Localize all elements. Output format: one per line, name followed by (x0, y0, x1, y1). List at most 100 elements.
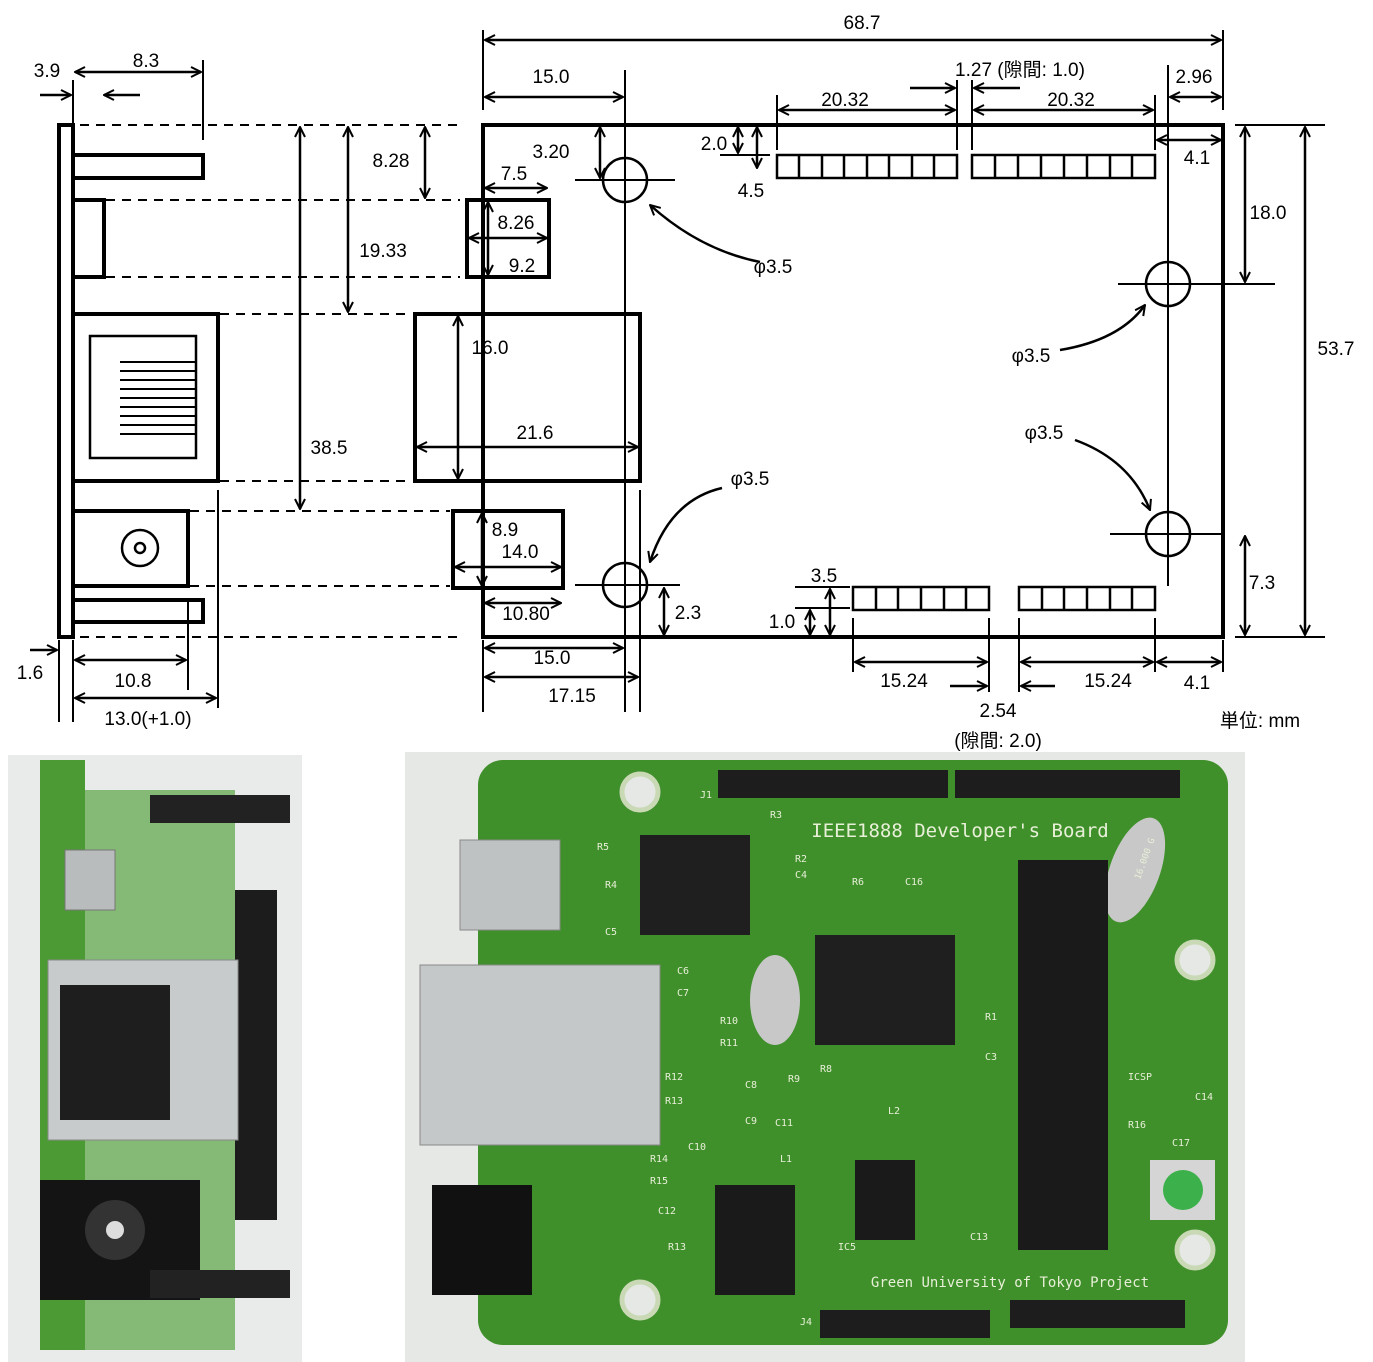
dim-label: φ3.5 (754, 257, 793, 278)
usb-connector (465, 198, 551, 279)
dim-label: 18.0 (1250, 203, 1287, 224)
dim-label: 1.0 (769, 612, 795, 633)
dim-label: 4.1 (1184, 148, 1210, 169)
dim-label: 8.9 (492, 520, 518, 541)
silk-label: J4 (800, 1317, 812, 1328)
silk-label: R14 (650, 1154, 668, 1165)
dim-label: 8.28 (373, 151, 410, 172)
silk-label: R3 (770, 810, 782, 821)
dim-label: 2.0 (701, 134, 727, 155)
silk-label: R9 (788, 1074, 800, 1085)
side-photo (8, 755, 302, 1362)
dim-label: 14.0 (502, 542, 539, 563)
dim-label: 21.6 (517, 423, 554, 444)
silk-label: R11 (720, 1038, 738, 1049)
dim-label: 4.1 (1184, 673, 1210, 694)
dim-label: 15.24 (1084, 671, 1132, 692)
dim-label: 4.5 (738, 181, 764, 202)
dim-label: 3.9 (34, 61, 60, 82)
dim-label: 7.3 (1249, 573, 1275, 594)
dim-label: φ3.5 (1025, 423, 1064, 444)
dim-label: 2.54 (980, 701, 1017, 722)
silk-labels: J1 R5 R4 C5 R3 R2 C4 R6 C16 C6 C7 R10 R1… (597, 790, 1213, 1328)
silk-label: R8 (820, 1064, 832, 1075)
silk-label: C5 (605, 927, 617, 938)
silk-label: C3 (985, 1052, 997, 1063)
dim-label: 15.0 (534, 648, 571, 669)
silk-label: R16 (1128, 1120, 1146, 1131)
top-photo: IEEE1888 Developer's Board Green Univers… (405, 752, 1245, 1362)
dc-jack (451, 509, 565, 590)
dim-label: 1.6 (17, 663, 43, 684)
silk-label: ICSP (1128, 1072, 1152, 1083)
dim-label: 68.7 (844, 13, 881, 34)
dim-label: 13.0(+1.0) (104, 709, 191, 730)
dim-label: 16.0 (472, 338, 509, 359)
side-dc-jack (71, 509, 190, 588)
board-title-silkscreen: IEEE1888 Developer's Board (811, 820, 1108, 842)
dim-label: 15.0 (533, 67, 570, 88)
rj45-connector (413, 312, 642, 483)
mounting-holes (601, 156, 1192, 609)
dim-label: 20.32 (821, 90, 869, 111)
silk-label: R13 (665, 1096, 683, 1107)
silk-label: C14 (1195, 1092, 1213, 1103)
silk-label: C4 (795, 870, 807, 881)
side-header-bottom (71, 598, 205, 624)
dim-label: 10.80 (502, 604, 550, 625)
dim-label: 3.5 (811, 566, 837, 587)
dim-label: 20.32 (1047, 90, 1095, 111)
dim-label: 8.26 (498, 213, 535, 234)
side-rj45 (71, 312, 220, 483)
dimension-labels: 68.7 3.9 8.3 15.0 1.27 (隙間: 1.0) 2.96 20… (17, 13, 1355, 752)
silk-label: C9 (745, 1116, 757, 1127)
dim-label: 15.24 (880, 671, 928, 692)
dim-label: 53.7 (1318, 339, 1355, 360)
silk-label: C7 (677, 988, 689, 999)
unit-label: 単位: mm (1220, 710, 1300, 732)
silk-label: C12 (658, 1206, 676, 1217)
dim-label: 7.5 (501, 164, 527, 185)
dim-label: (隙間: 2.0) (954, 730, 1042, 752)
silk-label: R2 (795, 854, 807, 865)
silk-label: C10 (688, 1142, 706, 1153)
dim-label: 2.3 (675, 603, 701, 624)
silk-label: C6 (677, 966, 689, 977)
dim-label: φ3.5 (1012, 346, 1051, 367)
dim-label: 1.27 (隙間: 1.0) (955, 59, 1085, 81)
dim-label: 19.33 (359, 241, 407, 262)
silk-label: L1 (780, 1154, 792, 1165)
silk-label: R6 (852, 877, 864, 888)
top-view (30, 30, 1325, 722)
silk-label: R5 (597, 842, 609, 853)
silk-label: R1 (985, 1012, 997, 1023)
silk-label: C17 (1172, 1138, 1190, 1149)
silk-label: R4 (605, 880, 617, 891)
dim-label: 9.2 (509, 256, 535, 277)
silk-label: R13 (668, 1242, 686, 1253)
silk-label: R15 (650, 1176, 668, 1187)
board-outline (481, 123, 1225, 639)
dim-label: 38.5 (311, 438, 348, 459)
dim-label: 17.15 (548, 686, 596, 707)
silk-label: C8 (745, 1080, 757, 1091)
silk-label: IC5 (838, 1242, 856, 1253)
board-footer-silkscreen: Green University of Tokyo Project (871, 1275, 1149, 1291)
silk-label: C13 (970, 1232, 988, 1243)
dim-label: 3.20 (533, 142, 570, 163)
dim-label: φ3.5 (731, 469, 770, 490)
silk-label: R12 (665, 1072, 683, 1083)
dim-label: 10.8 (115, 671, 152, 692)
silk-label: C16 (905, 877, 923, 888)
side-header-top (71, 153, 205, 180)
silk-label: J1 (700, 790, 712, 801)
projection-lines (80, 124, 460, 638)
side-view (57, 123, 220, 639)
silk-label: R10 (720, 1016, 738, 1027)
dim-label: 2.96 (1176, 67, 1213, 88)
side-usb (71, 198, 106, 279)
dim-label: 8.3 (133, 51, 159, 72)
silk-label: C11 (775, 1118, 793, 1129)
